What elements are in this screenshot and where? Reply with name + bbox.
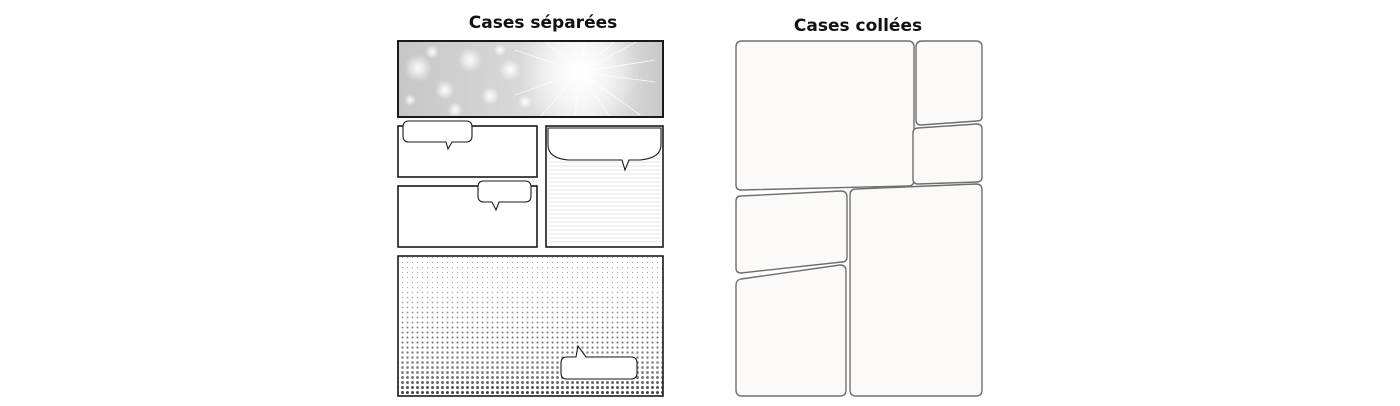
panel-middle-left-bottom bbox=[397, 180, 538, 248]
speech-bubble bbox=[547, 127, 662, 172]
speech-bubble bbox=[560, 344, 638, 380]
panel-bottom-halftone bbox=[397, 255, 664, 397]
joined-panel-small-middle-right bbox=[912, 123, 983, 185]
joined-panel-large-top-left bbox=[735, 40, 915, 191]
joined-panel-middle-left bbox=[735, 190, 848, 274]
panel-middle-left-top bbox=[397, 120, 538, 178]
speech-bubble bbox=[477, 180, 532, 212]
joined-panel-small-top-right bbox=[915, 40, 983, 126]
sparkle-panel bbox=[397, 40, 664, 118]
joined-panel-bottom-left bbox=[735, 264, 847, 397]
joined-panel-large-bottom-right bbox=[849, 183, 983, 397]
panel-middle-right bbox=[545, 125, 664, 248]
joined-panels-title: Cases collées bbox=[793, 16, 923, 36]
joined-panels-page bbox=[735, 40, 983, 397]
separate-panels-page bbox=[397, 40, 664, 397]
separate-panels-title: Cases séparées bbox=[468, 13, 618, 33]
speech-bubble bbox=[402, 120, 473, 151]
